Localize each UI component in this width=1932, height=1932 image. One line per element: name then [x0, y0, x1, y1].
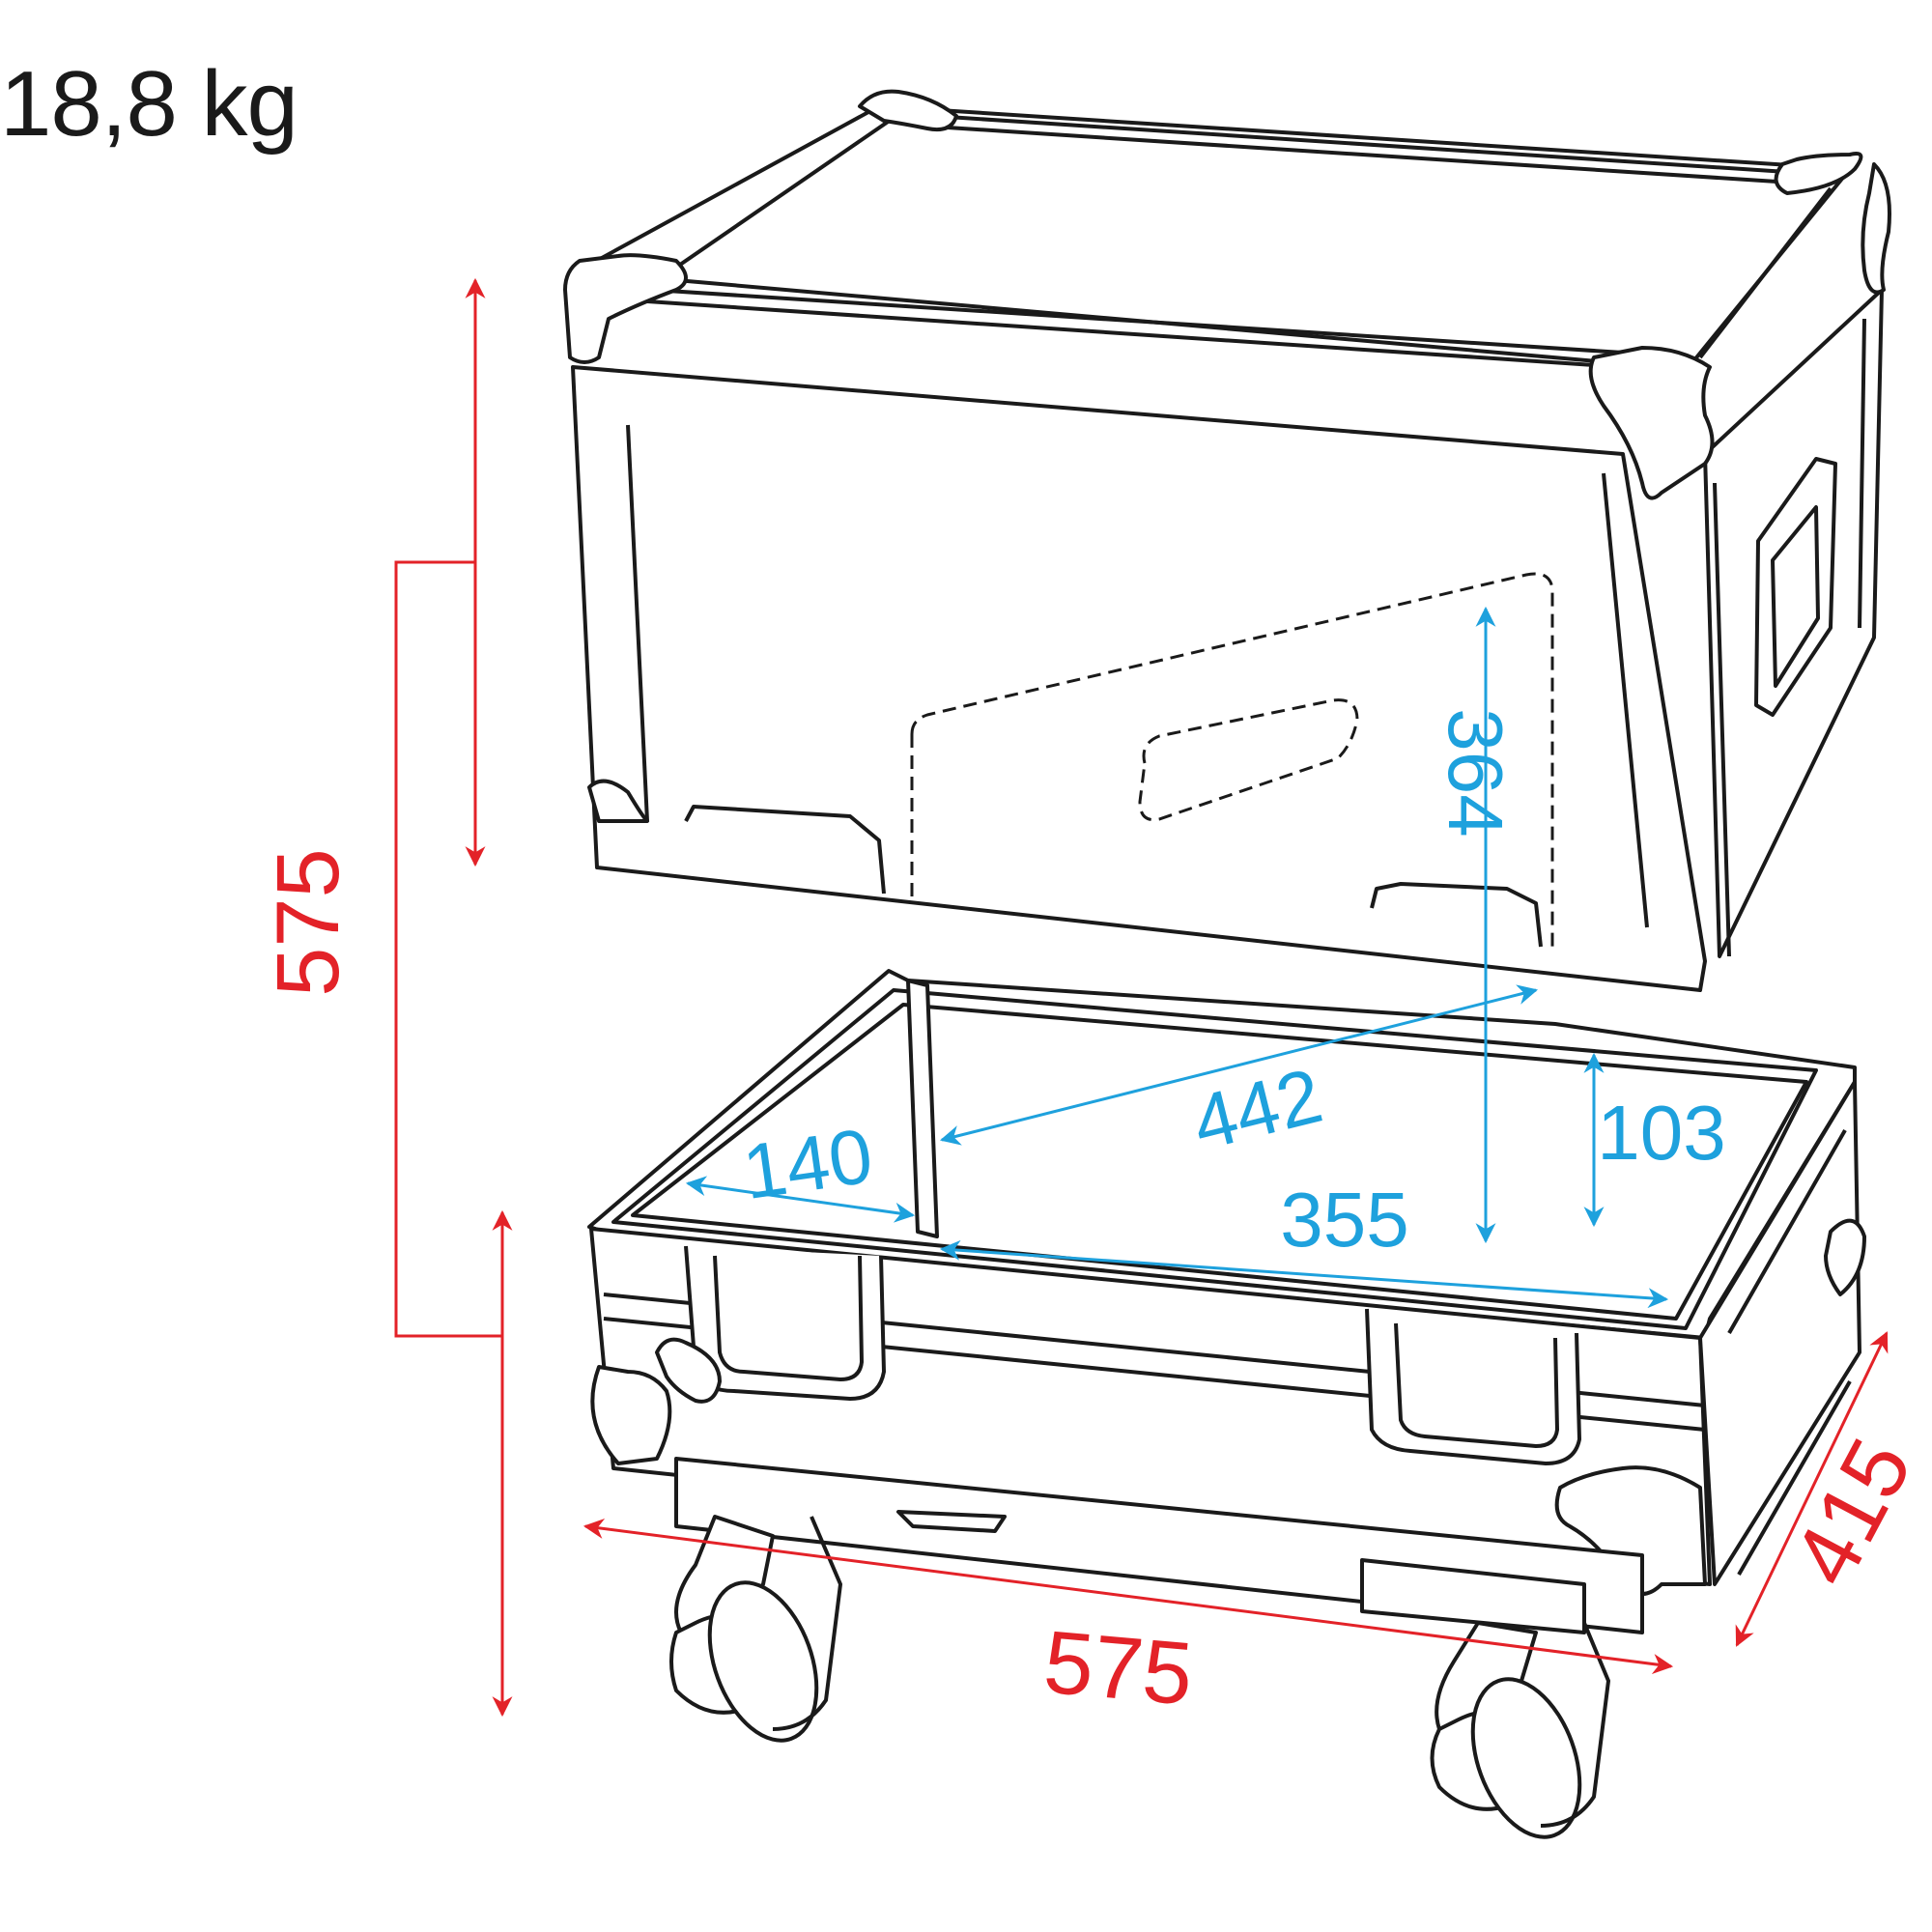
base-height-label: 103	[1597, 1090, 1725, 1176]
inner-height-label: 364	[1433, 708, 1519, 837]
outer-height-label: 575	[259, 848, 357, 997]
outer-dimension-lines	[394, 277, 1889, 1718]
case-lid	[563, 89, 1891, 992]
inner-dimension-lines	[685, 606, 1669, 1309]
case-base	[587, 969, 1866, 1634]
inner-width-label: 355	[1280, 1177, 1408, 1263]
stored-divider-panel	[910, 572, 1554, 947]
case-weight: 18,8 kg	[0, 52, 298, 156]
outer-width-label: 575	[1040, 1613, 1197, 1724]
divider-offset-label: 140	[738, 1112, 878, 1215]
